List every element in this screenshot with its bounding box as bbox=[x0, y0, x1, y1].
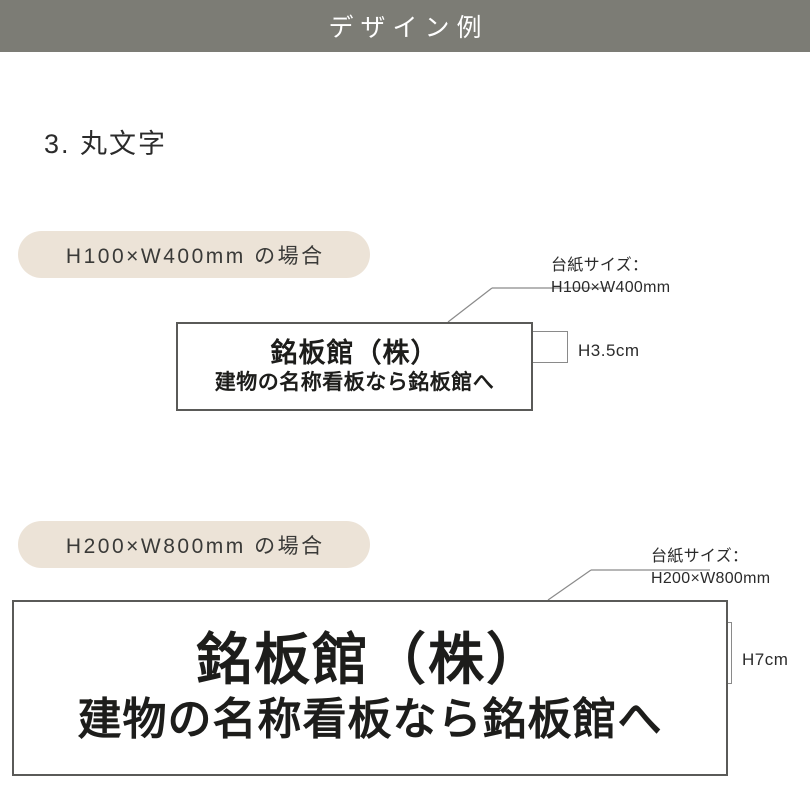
signboard-small-main-text: 銘板館（株） bbox=[270, 337, 439, 368]
signboard-large: 銘板館（株） 建物の名称看板なら銘板館へ bbox=[12, 600, 728, 776]
signboard-large-sub-text: 建物の名称看板なら銘板館へ bbox=[77, 695, 663, 745]
signboard-small-sub-text: 建物の名称看板なら銘板館へ bbox=[214, 371, 495, 395]
section-heading: 3. 丸文字 bbox=[44, 129, 168, 159]
annotation-2-line2: H200×W800mm bbox=[651, 569, 771, 587]
annotation-1: 台紙サイズ： H100×W400mm bbox=[551, 255, 670, 298]
annotation-1-line1: 台紙サイズ： bbox=[551, 257, 649, 274]
page-title: デザイン例 bbox=[328, 14, 489, 42]
leader-line-1-diagonal bbox=[447, 287, 493, 323]
header-banner: デザイン例 bbox=[0, 0, 810, 52]
signboard-small: 銘板館（株） 建物の名称看板なら銘板館へ bbox=[176, 322, 533, 411]
annotation-2-line1: 台紙サイズ： bbox=[651, 548, 749, 565]
leader-line-2-diagonal bbox=[547, 569, 592, 601]
annotation-2: 台紙サイズ： H200×W800mm bbox=[651, 546, 770, 589]
annotation-1-line2: H100×W400mm bbox=[551, 278, 671, 296]
measure-label-height-1: H3.5cm bbox=[578, 341, 640, 360]
size-pill-1: H100×W400mm の場合 bbox=[18, 231, 370, 278]
size-pill-2: H200×W800mm の場合 bbox=[18, 521, 370, 568]
measure-label-height-2: H7cm bbox=[742, 650, 789, 669]
signboard-large-main-text: 銘板館（株） bbox=[196, 628, 544, 692]
